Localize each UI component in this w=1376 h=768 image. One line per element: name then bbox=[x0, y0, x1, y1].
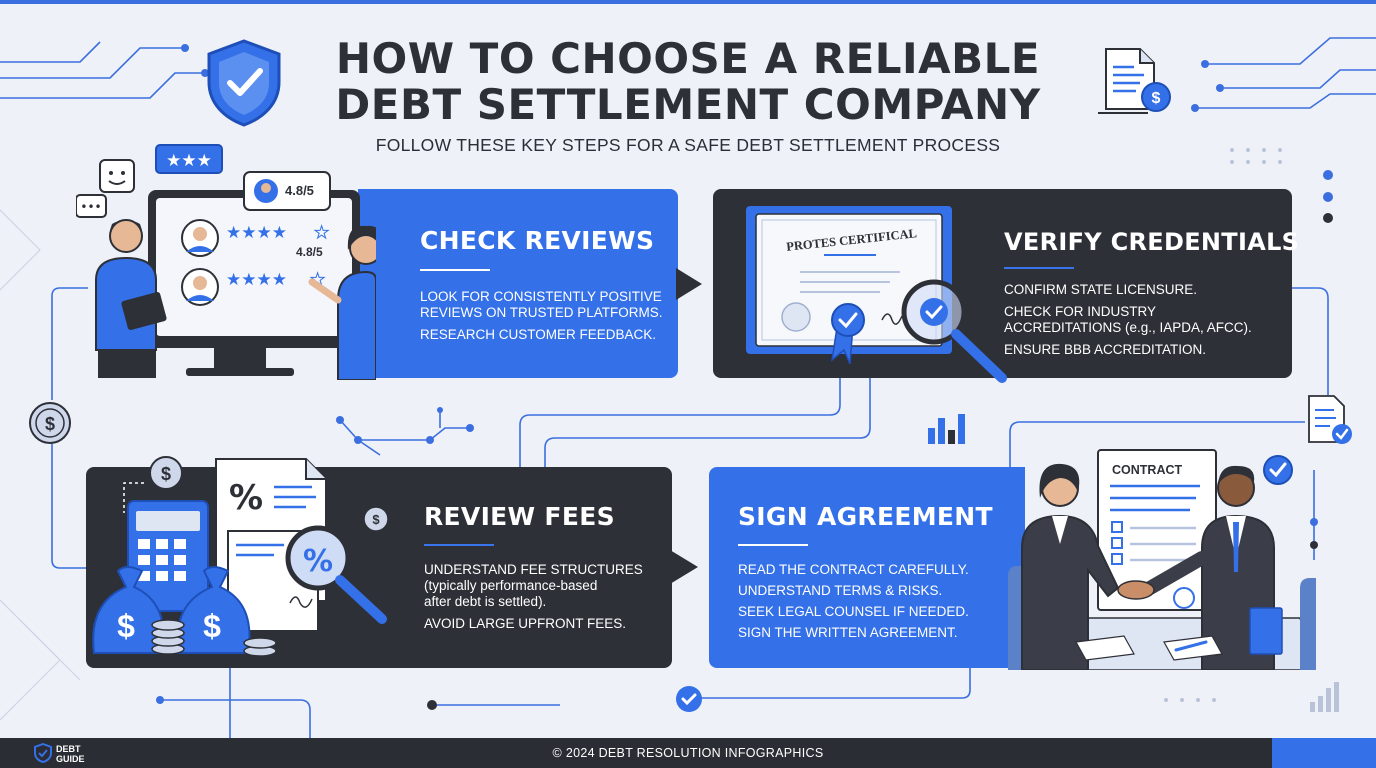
svg-text:★★★: ★★★ bbox=[166, 151, 212, 171]
body-line: after debt is settled). bbox=[424, 594, 547, 609]
handshake-illustration bbox=[1008, 449, 1316, 670]
fees-illustration: $ % % $ $ $ bbox=[92, 456, 389, 657]
step-body-review-fees: UNDERSTAND FEE STRUCTURES (typically per… bbox=[424, 562, 664, 638]
step-title-review-fees: REVIEW FEES bbox=[424, 502, 615, 531]
brand-line1: DEBT bbox=[56, 744, 81, 754]
body-line: (typically performance-based bbox=[424, 578, 598, 593]
svg-text:%: % bbox=[229, 478, 263, 518]
svg-text:$: $ bbox=[1152, 90, 1161, 107]
step-title-check-reviews: CHECK REVIEWS bbox=[420, 226, 655, 255]
brand-shield-icon bbox=[34, 743, 52, 763]
brand-line2: GUIDE bbox=[56, 754, 85, 764]
footer-accent bbox=[1272, 738, 1376, 768]
svg-text:★: ★ bbox=[314, 223, 329, 243]
footer-copyright: © 2024 DEBT RESOLUTION INFOGRAPHICS bbox=[552, 746, 824, 760]
svg-text:$: $ bbox=[203, 608, 221, 644]
svg-text:•••: ••• bbox=[80, 200, 101, 214]
svg-text:★★★★: ★★★★ bbox=[226, 223, 287, 243]
body-line: REVIEWS ON TRUSTED PLATFORMS. bbox=[420, 305, 663, 320]
document-check-icon bbox=[1308, 395, 1352, 444]
body-line: ENSURE BBB ACCREDITATION. bbox=[1004, 342, 1207, 357]
rating-screen-text: 4.8/5 bbox=[296, 245, 323, 259]
title-underline bbox=[1004, 267, 1074, 269]
bar-chart-small-icon bbox=[1310, 682, 1339, 712]
step-card-sign-agreement bbox=[709, 467, 1025, 668]
step-title-sign-agreement: SIGN AGREEMENT bbox=[738, 502, 993, 531]
page-subtitle: FOLLOW THESE KEY STEPS FOR A SAFE DEBT S… bbox=[375, 135, 1001, 155]
svg-text:★★★★: ★★★★ bbox=[226, 270, 287, 290]
body-line: AVOID LARGE UPFRONT FEES. bbox=[424, 616, 627, 631]
svg-text:$: $ bbox=[117, 608, 135, 644]
title-underline bbox=[738, 544, 808, 546]
body-line: CONFIRM STATE LICENSURE. bbox=[1004, 282, 1198, 297]
body-line: UNDERSTAND TERMS & RISKS. bbox=[738, 583, 943, 598]
step-title-verify-credentials: VERIFY CREDENTIALS bbox=[1004, 228, 1300, 256]
svg-text:$: $ bbox=[45, 414, 55, 434]
contract-label: CONTRACT bbox=[1112, 463, 1183, 477]
title-underline bbox=[424, 544, 494, 546]
step-body-verify-credentials: CONFIRM STATE LICENSURE. CHECK FOR INDUS… bbox=[1004, 282, 1284, 364]
shield-check-icon bbox=[207, 39, 281, 127]
bar-chart-icon bbox=[928, 414, 965, 444]
body-line: SEEK LEGAL COUNSEL IF NEEDED. bbox=[738, 604, 969, 619]
page-title-line1: HOW TO CHOOSE A RELIABLE bbox=[335, 34, 1041, 83]
arrow-right-icon bbox=[676, 268, 702, 300]
body-line: CHECK FOR INDUSTRY bbox=[1004, 304, 1157, 319]
document-dollar-icon: $ bbox=[1098, 48, 1171, 114]
top-accent-bar bbox=[0, 0, 1376, 4]
body-line: ACCREDITATIONS (e.g., IAPDA, AFCC). bbox=[1004, 320, 1252, 335]
body-line: SIGN THE WRITTEN AGREEMENT. bbox=[738, 625, 958, 640]
circuit-lines bbox=[0, 37, 1376, 738]
dollar-coin-icon: $ bbox=[29, 402, 71, 444]
step-card-check-reviews bbox=[358, 189, 678, 378]
arrow-right-icon bbox=[670, 550, 698, 584]
step-body-check-reviews: LOOK FOR CONSISTENTLY POSITIVE REVIEWS O… bbox=[420, 289, 670, 349]
step-body-sign-agreement: READ THE CONTRACT CAREFULLY. UNDERSTAND … bbox=[738, 562, 1008, 647]
svg-text:$: $ bbox=[161, 464, 171, 484]
svg-text:$: $ bbox=[372, 512, 380, 527]
page-title-line2: DEBT SETTLEMENT COMPANY bbox=[335, 80, 1041, 129]
body-line: UNDERSTAND FEE STRUCTURES bbox=[424, 562, 643, 577]
svg-text:%: % bbox=[303, 544, 333, 579]
body-line: LOOK FOR CONSISTENTLY POSITIVE bbox=[420, 289, 662, 304]
reviews-illustration: ★★★ ••• ★★★★ ★ ★★★★ ★ bbox=[76, 144, 376, 380]
body-line: READ THE CONTRACT CAREFULLY. bbox=[738, 562, 969, 577]
title-underline bbox=[420, 269, 490, 271]
certificate-illustration bbox=[746, 206, 1007, 383]
check-circle-icon bbox=[676, 686, 702, 712]
rating-badge-text: 4.8/5 bbox=[285, 183, 314, 198]
body-line: RESEARCH CUSTOMER FEEDBACK. bbox=[420, 327, 657, 342]
